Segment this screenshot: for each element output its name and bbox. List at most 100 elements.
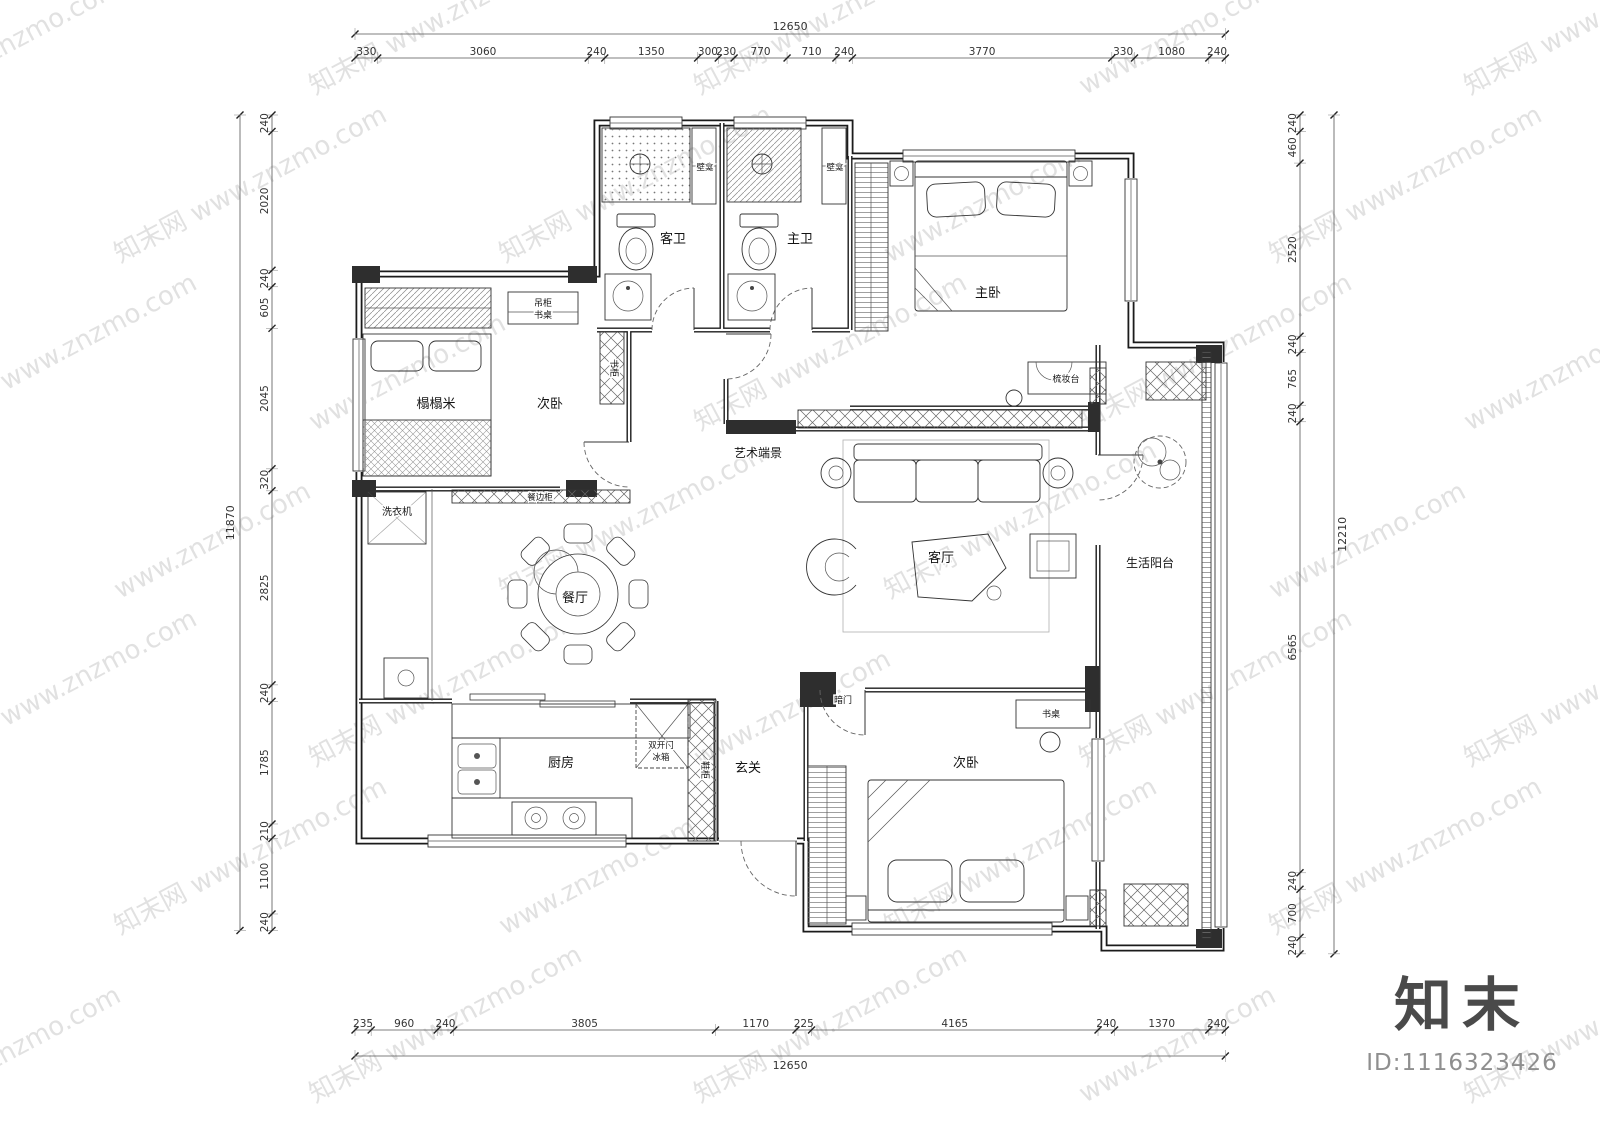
columns-layer xyxy=(352,266,1222,948)
image-id: ID:1116323426 xyxy=(1366,1050,1558,1076)
windows-layer xyxy=(352,116,1228,936)
watermark-text: 知末网 www.znzmo.com xyxy=(879,772,1162,941)
dining-furniture xyxy=(451,489,649,665)
dimension-value: 2520 xyxy=(1287,236,1299,263)
storage-cabinet xyxy=(1145,361,1207,401)
dimension-value: 1370 xyxy=(1148,1018,1175,1030)
shower-area xyxy=(726,127,802,203)
dimension-value: 2020 xyxy=(259,188,271,215)
window-tatami-left xyxy=(352,338,366,472)
window-kitchen-bottom xyxy=(427,834,627,848)
watermark-text: 知末网 www.znzmo.com xyxy=(304,604,587,773)
label-fridge-line-2: 冰箱 xyxy=(652,752,670,763)
watermark-text: 知末网 www.znzmo.com xyxy=(304,0,587,101)
dimension-value: 605 xyxy=(259,298,271,318)
dining-table xyxy=(533,549,619,635)
dimension-value: 235 xyxy=(353,1018,373,1030)
dimension-value: 240 xyxy=(1287,936,1299,956)
watermark-text: www.znzmo.com xyxy=(109,476,316,605)
nightstand xyxy=(1065,895,1089,921)
dimension-value: 1080 xyxy=(1158,46,1185,58)
label-bookcase: 书柜 xyxy=(608,359,620,377)
dimension-value: 240 xyxy=(1096,1018,1116,1030)
laundry-area xyxy=(367,489,433,701)
kitchen-furniture xyxy=(451,699,717,842)
label-tatami-room: 榻榻米 xyxy=(416,397,455,412)
watermark-text: 知末网 www.znzmo.com xyxy=(0,604,202,773)
kitchen-sink xyxy=(457,743,497,795)
watermark-text: 知末网 www.znzmo.com xyxy=(109,100,392,269)
window-bedroom3-bottom xyxy=(851,922,1053,936)
front-door-opening xyxy=(719,835,797,847)
living-room-furniture xyxy=(806,439,1077,633)
dimension-value: 320 xyxy=(259,470,271,490)
front-door xyxy=(740,840,797,897)
watermark-text: 知末网 www.znzmo.com xyxy=(879,436,1162,605)
label-shoe-cabinet: 鞋柜 xyxy=(699,761,711,779)
watermark-text: 知末网 www.znzmo.com xyxy=(1459,0,1600,101)
nightstand xyxy=(1068,160,1093,187)
tatami-bed xyxy=(362,333,492,477)
dimension-value: 240 xyxy=(259,268,271,288)
label-balcony: 生活阳台 xyxy=(1126,555,1174,570)
bedroom2-door xyxy=(583,441,630,488)
bed xyxy=(867,779,1065,923)
dimension-value: 240 xyxy=(259,683,271,703)
dimension-value: 240 xyxy=(1287,113,1299,133)
watermark-text: 知末网 www.znzmo.com xyxy=(1459,604,1600,773)
master-bath-door xyxy=(769,287,813,331)
dimension-value: 3060 xyxy=(470,46,497,58)
watermark-text: www.znzmo.com xyxy=(1074,980,1281,1109)
watermark-text: 知末网 www.znzmo.com xyxy=(0,268,202,437)
column xyxy=(1085,666,1099,712)
watermark-text: 知末网 www.znzmo.com xyxy=(1264,772,1547,941)
watermark-text: www.znzmo.com xyxy=(0,980,126,1109)
toilet xyxy=(739,213,779,271)
column xyxy=(352,266,380,283)
wall-cabinet xyxy=(1089,889,1107,927)
dimension-total: 12650 xyxy=(773,20,808,33)
dimension-value: 770 xyxy=(751,46,771,58)
label-bedroom-2: 次卧 xyxy=(537,396,563,412)
label-master-bathroom: 主卫 xyxy=(787,232,813,247)
column xyxy=(800,672,836,707)
dimension-value: 3770 xyxy=(969,46,996,58)
label-washing-machine: 洗衣机 xyxy=(382,505,412,518)
washing-machine-box xyxy=(367,491,427,545)
dimension-value: 960 xyxy=(394,1018,414,1030)
sink xyxy=(727,273,776,321)
watermark-text: www.znzmo.com xyxy=(494,812,701,941)
dimension-value: 2045 xyxy=(259,385,271,412)
square-table xyxy=(1029,533,1077,579)
site-logo: 知末 xyxy=(1394,971,1530,1039)
nightstand xyxy=(889,160,914,187)
hidden-door-arc xyxy=(819,689,866,736)
watermark-text: www.znzmo.com xyxy=(0,0,126,101)
side-table xyxy=(820,457,852,489)
label-bedroom-3: 次卧 xyxy=(953,755,979,771)
watermark-text: 知末网 www.znzmo.com xyxy=(689,940,972,1109)
dimension-value: 210 xyxy=(259,821,271,841)
dimension-value: 240 xyxy=(1287,871,1299,891)
counter-top xyxy=(451,703,691,739)
art-wall-block xyxy=(726,420,796,434)
label-desk-bedroom-2: 书桌 xyxy=(534,309,552,321)
desk-cabinet xyxy=(507,291,579,325)
toilet xyxy=(616,213,656,271)
master-bedroom-furniture xyxy=(854,160,1107,407)
dimension-value: 240 xyxy=(586,46,606,58)
storage-cabinet xyxy=(1123,883,1189,927)
label-niche-master-bath: 壁龛 xyxy=(826,162,844,173)
dimension-value: 700 xyxy=(1287,903,1299,923)
dimension-value: 240 xyxy=(435,1018,455,1030)
dimension-value: 460 xyxy=(1287,137,1299,157)
desk xyxy=(1015,699,1091,753)
balcony-door xyxy=(1097,454,1144,501)
column xyxy=(352,480,376,497)
dimension-value: 330 xyxy=(356,46,376,58)
dining-chairs xyxy=(507,523,649,665)
dimension-value: 1170 xyxy=(742,1018,769,1030)
